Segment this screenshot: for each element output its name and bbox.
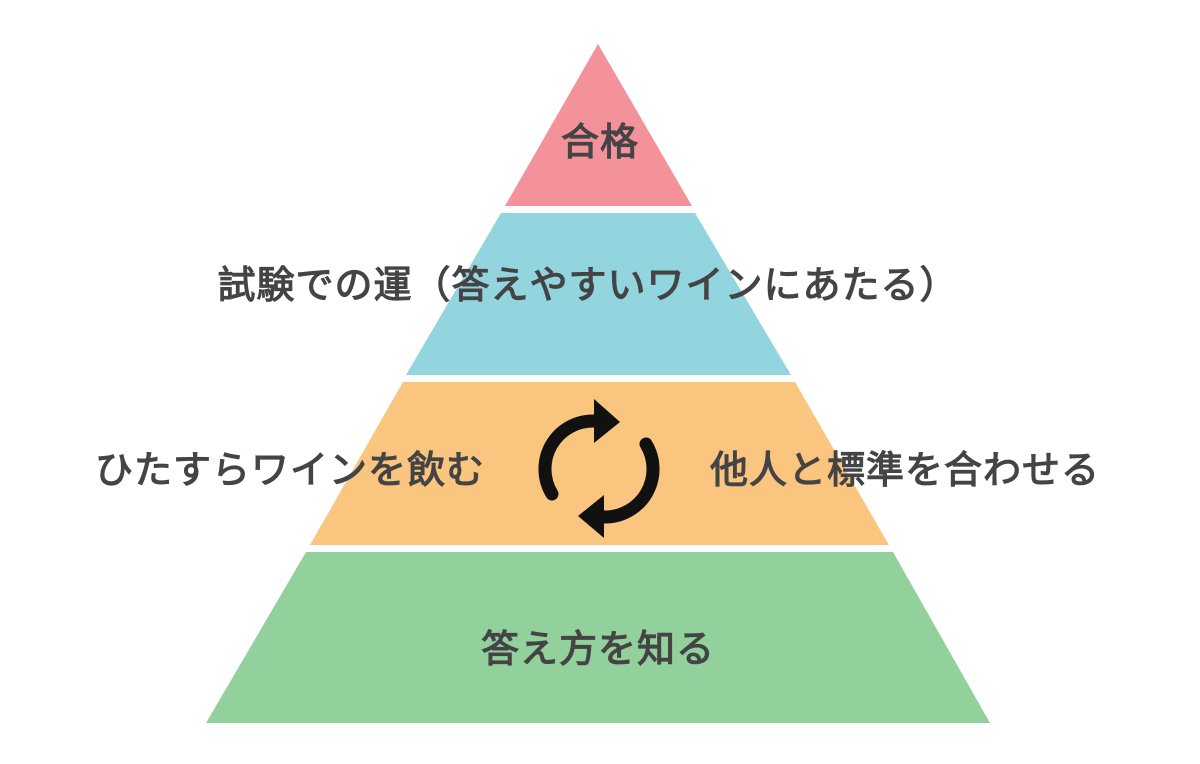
tier-top-segment: [505, 44, 692, 206]
tier-3-left-label: ひたすらワインを飲む: [94, 448, 486, 492]
tier-3-right-label: 他人と標準を合わせる: [709, 448, 1101, 492]
tier-bottom-label: 答え方を知る: [480, 627, 716, 671]
tier-2-segment: [406, 213, 791, 375]
cycle-arrows-icon: [538, 399, 660, 538]
tier-top-label: 合格: [560, 120, 640, 164]
tier-3-segment: [310, 382, 889, 545]
tier-bottom-segment: [206, 552, 990, 723]
tier-2-label: 試験での運（答えやすいワインにあたる）: [217, 263, 959, 307]
